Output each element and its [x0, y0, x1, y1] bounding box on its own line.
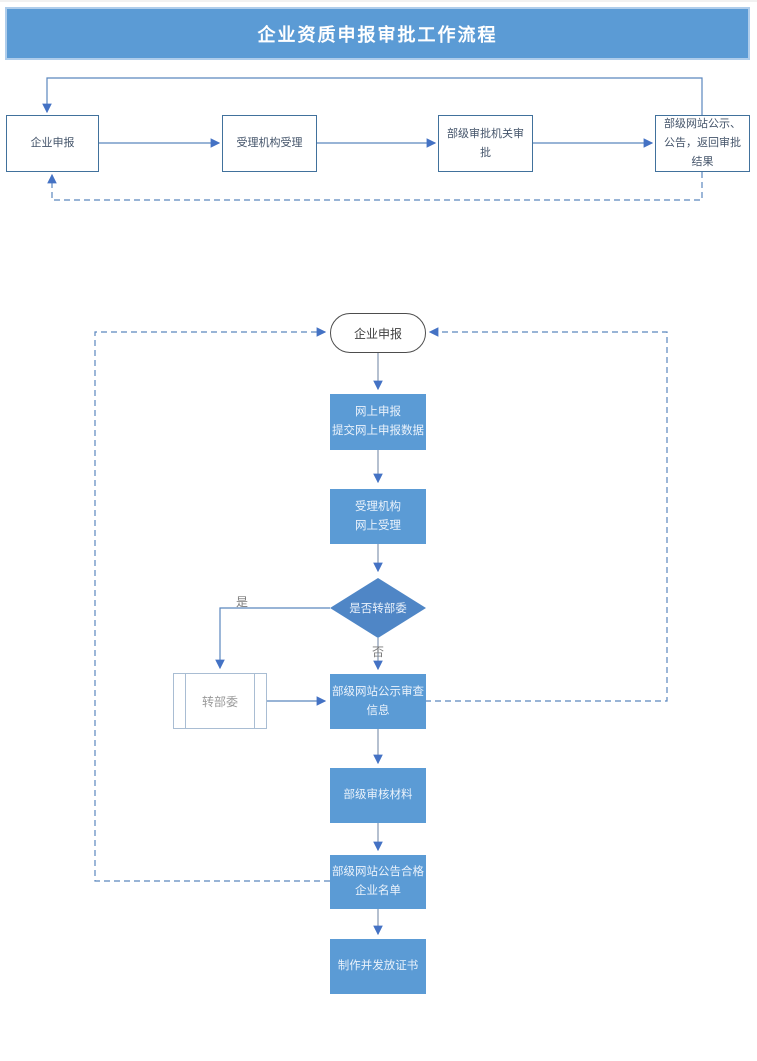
node-ministry-review: 部级审核材料 — [330, 768, 426, 823]
node-announce-qualified: 部级网站公告合格 企业名单 — [330, 855, 426, 909]
node-enterprise-apply: 企业申报 — [6, 115, 99, 172]
connector-return-left-dashed — [94, 327, 330, 882]
node-online-apply: 网上申报 提交网上申报数据 — [330, 394, 426, 450]
node-ministry-publicity-result: 部级网站公示、公告，返回审批结果 — [655, 115, 750, 172]
node-online-accept: 受理机构 网上受理 — [330, 489, 426, 544]
start-label: 企业申报 — [353, 326, 402, 341]
page-title: 企业资质申报审批工作流程 — [257, 24, 498, 45]
decision-diamond — [330, 578, 426, 638]
title-banner: 企业资质申报审批工作流程 — [5, 7, 750, 60]
subprocess-left-bar — [185, 674, 186, 728]
decision-transfer-ministry-label: 是否转部委 — [349, 603, 407, 615]
node-issue-certificate: 制作并发放证书 — [330, 939, 426, 994]
page-top-divider — [0, 0, 757, 2]
connector-feedback-dashed — [47, 172, 703, 201]
connector-feedback-solid — [42, 77, 703, 115]
subprocess-right-bar — [254, 674, 255, 728]
node-site-publicity-review: 部级网站公示审查 信息 — [330, 674, 426, 729]
start-terminator: 企业申报 — [330, 313, 426, 353]
node-ministry-approval: 部级审批机关审批 — [438, 115, 533, 172]
node-acceptance-agency: 受理机构受理 — [222, 115, 317, 172]
transfer-label: 转部委 — [201, 694, 238, 709]
label-yes: 是 — [236, 595, 249, 609]
label-no: 否 — [372, 645, 385, 659]
node-transfer-ministry: 转部委 — [173, 673, 267, 729]
connector-decision-yes — [215, 607, 330, 670]
connector-return-right-dashed — [425, 327, 668, 702]
